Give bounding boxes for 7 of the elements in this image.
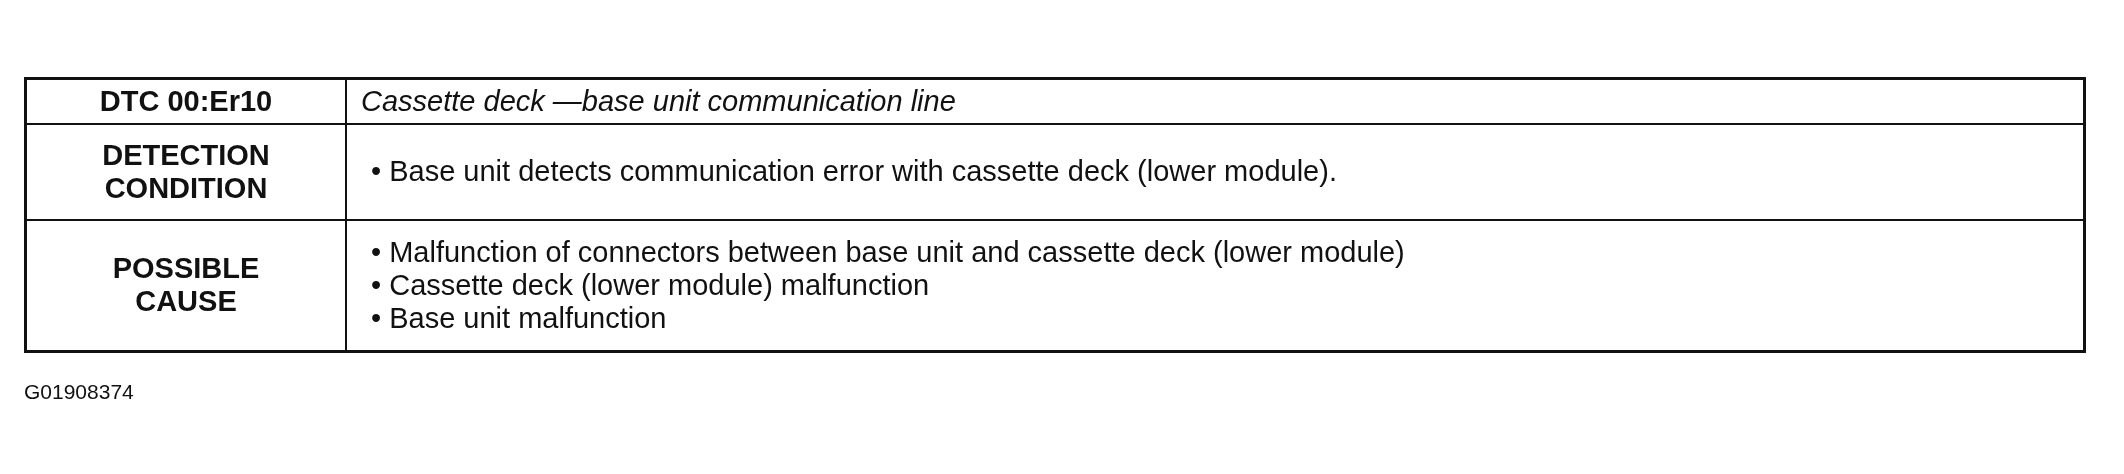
figure-code: G01908374	[24, 380, 134, 404]
list-item: • Cassette deck (lower module) malfunction	[371, 268, 931, 302]
list-item: • Malfunction of connectors between base unit and cassette deck (lower module)	[371, 235, 1406, 269]
list-item: • Base unit malfunction	[371, 301, 668, 335]
table-cell: DETECTION CONDITION	[25, 123, 346, 220]
list-item: • Base unit detects communication error with cassette deck (lower module).	[371, 155, 1338, 188]
table-cell: DTC 00:Er10	[25, 78, 346, 124]
